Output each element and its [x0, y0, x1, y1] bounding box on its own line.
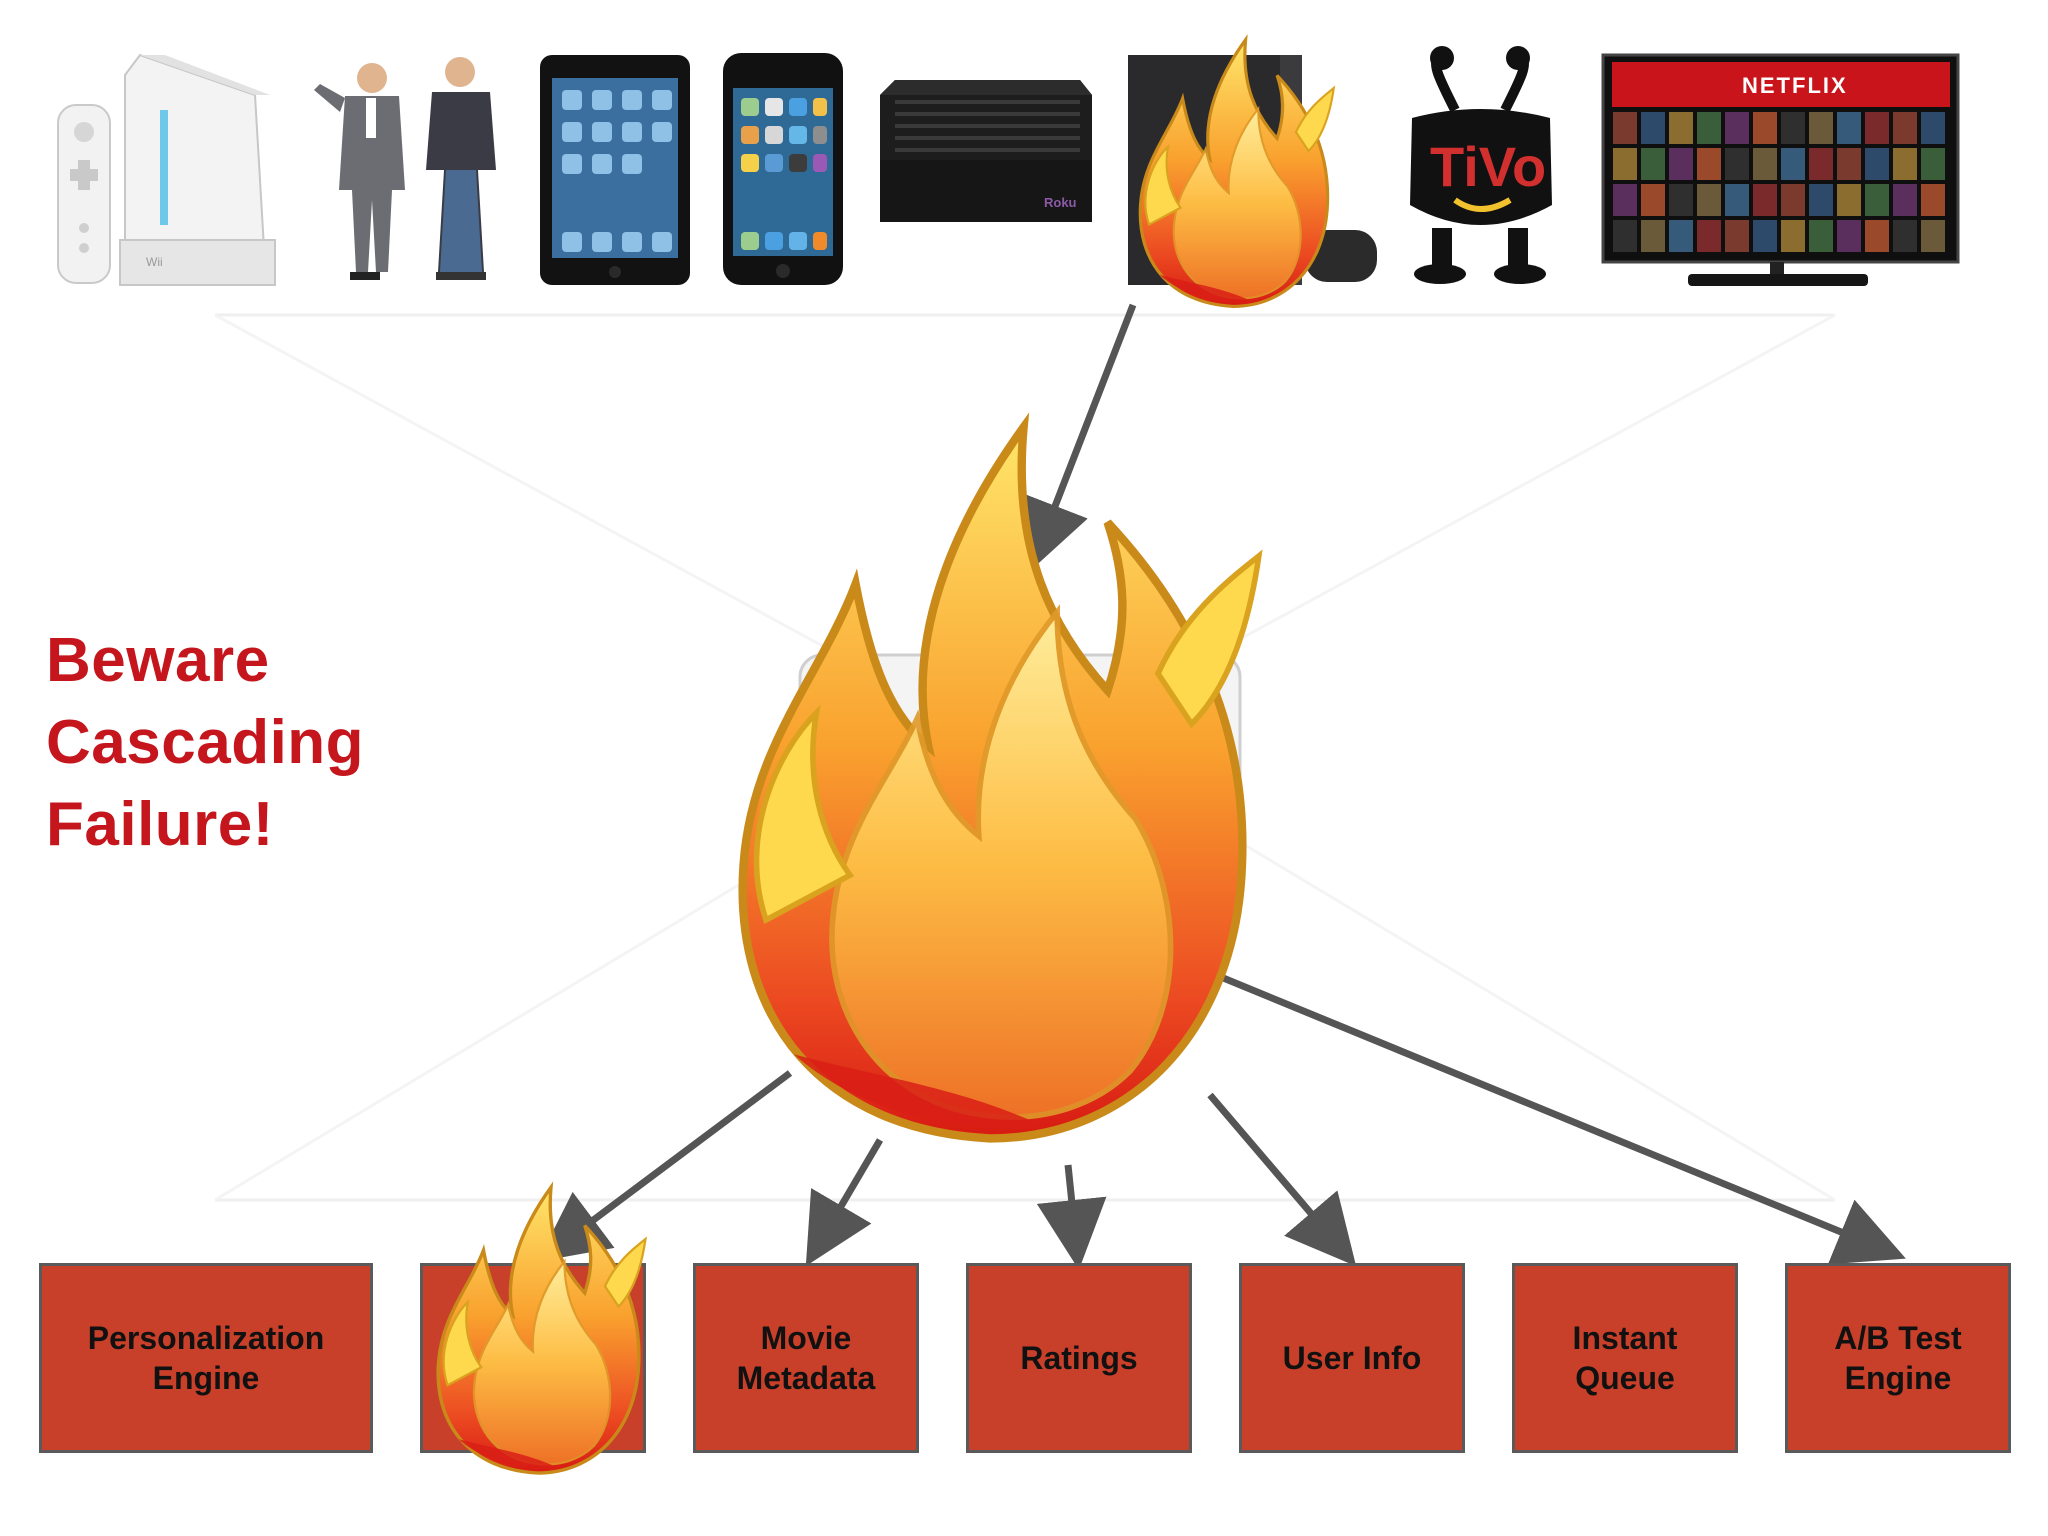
- movie-poster-thumbnail: [1893, 148, 1917, 180]
- movie-poster-thumbnail: [1809, 184, 1833, 216]
- movie-poster-thumbnail: [1809, 112, 1833, 144]
- service-label-line-2: Engine: [88, 1358, 325, 1398]
- movie-poster-thumbnail: [1669, 112, 1693, 144]
- movie-poster-thumbnail: [1837, 112, 1861, 144]
- movie-poster-thumbnail: [1697, 112, 1721, 144]
- movie-poster-thumbnail: [1921, 112, 1945, 144]
- movie-poster-thumbnail: [1921, 184, 1945, 216]
- movie-poster-thumbnail: [1641, 220, 1665, 252]
- movie-poster-thumbnail: [1893, 112, 1917, 144]
- movie-poster-thumbnail: [1641, 148, 1665, 180]
- service-label-line-1: Personalization: [88, 1318, 325, 1358]
- roku-logo-text: Roku: [1044, 195, 1077, 210]
- cascading-failure-warning: Beware Cascading Failure!: [46, 620, 466, 866]
- movie-poster-thumbnail: [1753, 112, 1777, 144]
- movie-poster-thumbnail: [1781, 220, 1805, 252]
- service-label-line-1: Instant: [1573, 1318, 1678, 1358]
- movie-poster-thumbnail: [1697, 184, 1721, 216]
- movie-poster-thumbnail: [1837, 148, 1861, 180]
- movie-poster-thumbnail: [1613, 112, 1637, 144]
- movie-poster-thumbnail: [1613, 148, 1637, 180]
- failed-service-fire-icon: [425, 1165, 655, 1495]
- movie-poster-thumbnail: [1865, 148, 1889, 180]
- movie-poster-thumbnail: [1781, 112, 1805, 144]
- headline-line-2: Cascading: [46, 702, 466, 784]
- arrow-api-to-movie-metadata: [820, 1140, 880, 1242]
- movie-poster-thumbnail: [1893, 184, 1917, 216]
- wii-logo-text: Wii: [146, 255, 163, 269]
- device-roku: Roku: [880, 80, 1092, 222]
- device-people: [314, 57, 496, 280]
- service-label-line-1: User Info: [1283, 1338, 1422, 1378]
- movie-poster-thumbnail: [1613, 220, 1637, 252]
- movie-poster-thumbnail: [1753, 148, 1777, 180]
- movie-poster-thumbnail: [1921, 148, 1945, 180]
- device-ipad: [540, 55, 690, 285]
- movie-poster-thumbnail: [1641, 184, 1665, 216]
- service-label-line-2: Queue: [1573, 1358, 1678, 1398]
- netflix-logo-text: NETFLIX: [1742, 73, 1848, 98]
- device-ps3-on-fire: [1128, 40, 1377, 307]
- device-wii: Wii: [58, 55, 275, 285]
- movie-poster-thumbnail: [1697, 220, 1721, 252]
- movie-poster-thumbnail: [1669, 220, 1693, 252]
- movie-poster-thumbnail: [1753, 220, 1777, 252]
- device-iphone: [723, 53, 843, 285]
- movie-poster-thumbnail: [1809, 148, 1833, 180]
- arrow-device-to-api: [1040, 305, 1133, 545]
- movie-poster-thumbnail: [1725, 148, 1749, 180]
- movie-poster-thumbnail: [1837, 220, 1861, 252]
- movie-poster-thumbnail: [1669, 148, 1693, 180]
- service-ratings: Ratings: [966, 1263, 1192, 1453]
- movie-poster-thumbnail: [1865, 184, 1889, 216]
- movie-poster-thumbnail: [1669, 184, 1693, 216]
- movie-poster-thumbnail: [1641, 112, 1665, 144]
- movie-poster-thumbnail: [1893, 220, 1917, 252]
- movie-poster-thumbnail: [1725, 112, 1749, 144]
- arrow-api-to-user-info: [1210, 1095, 1338, 1245]
- service-label-line-2: Engine: [1834, 1358, 1961, 1398]
- service-user-info: User Info: [1239, 1263, 1465, 1453]
- service-label-line-1: Ratings: [1020, 1338, 1137, 1378]
- movie-poster-thumbnail: [1613, 184, 1637, 216]
- movie-poster-thumbnail: [1725, 220, 1749, 252]
- movie-poster-thumbnail: [1725, 184, 1749, 216]
- headline-line-1: Beware: [46, 620, 466, 702]
- movie-poster-thumbnail: [1921, 220, 1945, 252]
- service-label-line-2: Metadata: [737, 1358, 876, 1398]
- movie-poster-thumbnail: [1865, 112, 1889, 144]
- movie-poster-thumbnail: [1837, 184, 1861, 216]
- tivo-logo-text: TiVo: [1430, 135, 1546, 198]
- movie-poster-thumbnail: [1781, 148, 1805, 180]
- movie-poster-thumbnail: [1697, 148, 1721, 180]
- headline-line-3: Failure!: [46, 784, 466, 866]
- device-netflix-tv: NETFLIX: [1603, 55, 1958, 286]
- movie-poster-thumbnail: [1781, 184, 1805, 216]
- movie-poster-thumbnail: [1809, 220, 1833, 252]
- arrow-api-to-ratings: [1068, 1165, 1076, 1242]
- movie-poster-thumbnail: [1753, 184, 1777, 216]
- central-fire-icon: [743, 427, 1259, 1138]
- service-label-line-1: Movie: [737, 1318, 876, 1358]
- service-label-line-1: A/B Test: [1834, 1318, 1961, 1358]
- device-tivo: TiVo: [1410, 46, 1552, 284]
- arrow-api-to-ab-test: [1160, 952, 1880, 1248]
- movie-poster-thumbnail: [1865, 220, 1889, 252]
